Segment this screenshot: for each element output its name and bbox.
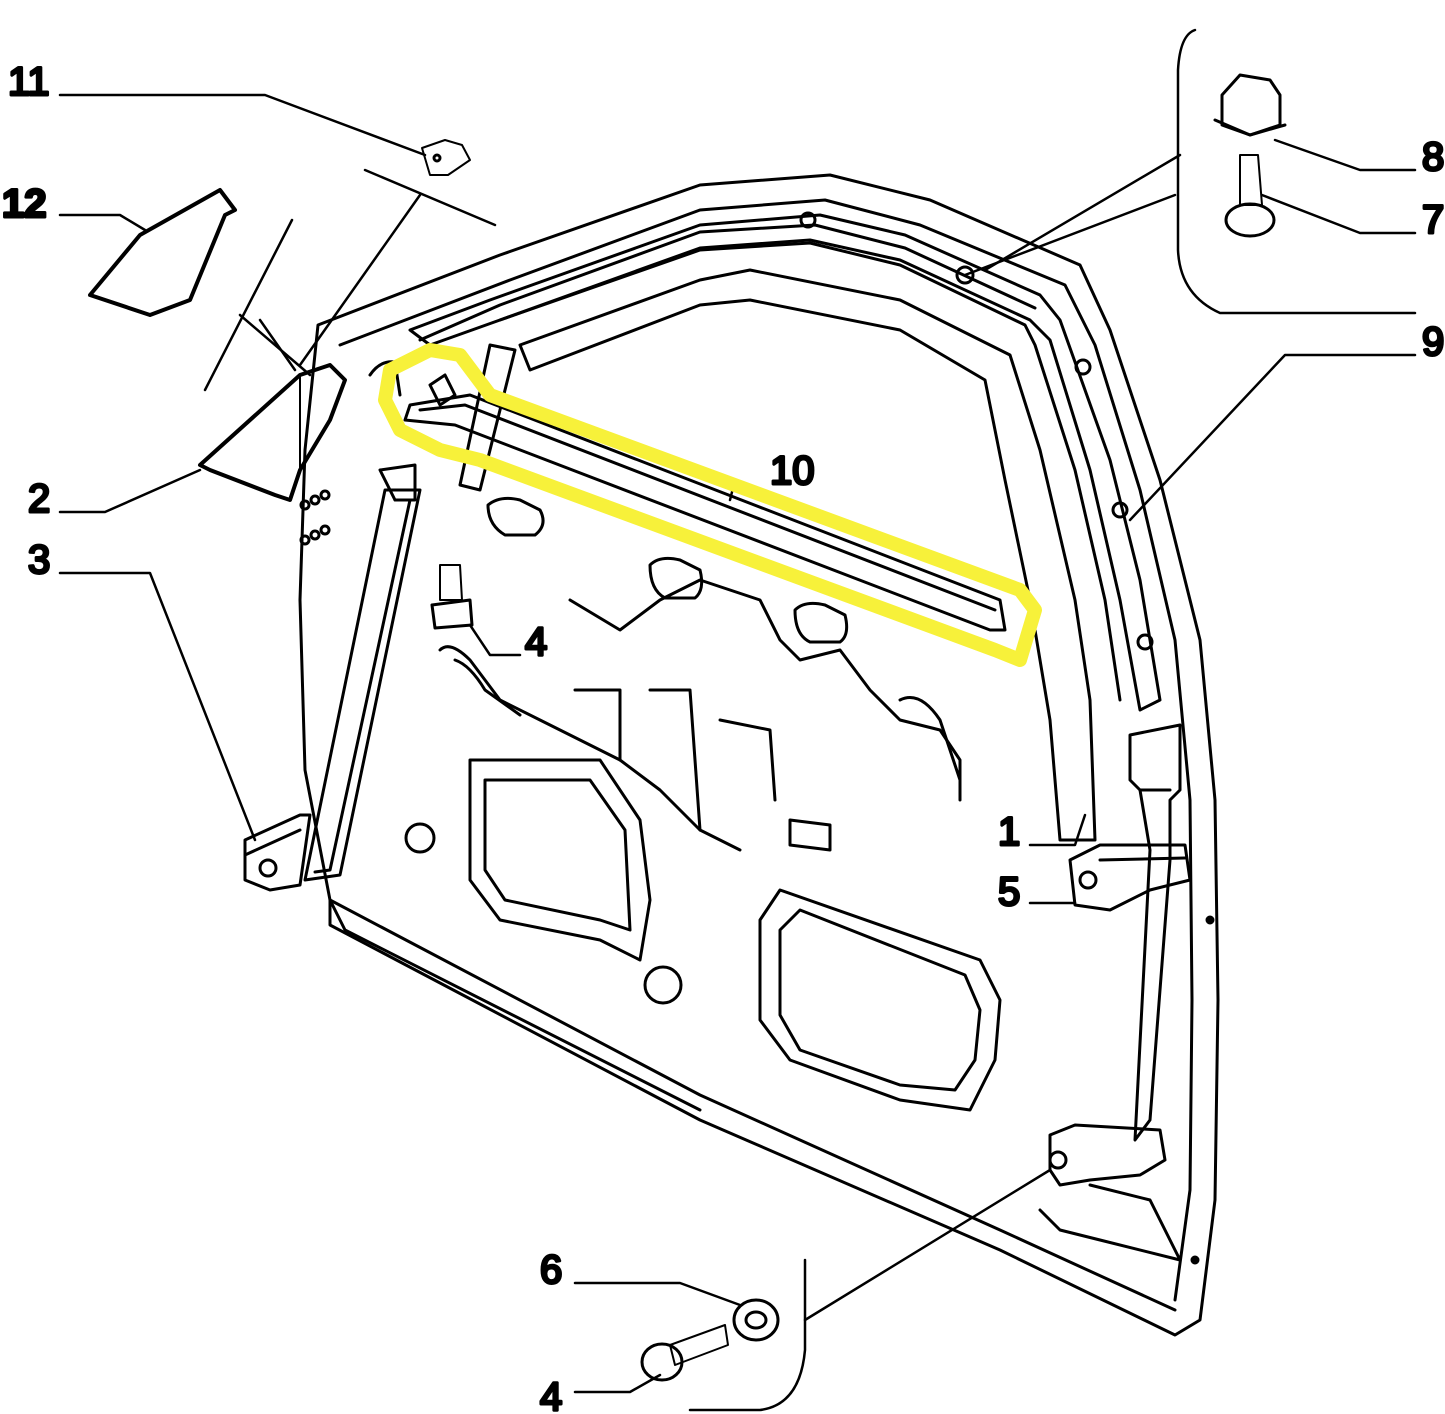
part-4-bolt-lower: [669, 1324, 729, 1366]
part-8-clip: [1220, 73, 1282, 137]
part-6-washer: [732, 1298, 780, 1342]
leader-lines: [58, 28, 1417, 1412]
callout-11: 11: [8, 60, 50, 104]
part-7-screw: [1239, 154, 1263, 206]
callout-7: 7: [1422, 198, 1444, 242]
part-2-corner-trim: [198, 363, 347, 502]
door-panel: [243, 173, 1220, 1337]
part-4-bolt-upper: [439, 564, 463, 601]
callout-4-lower: 4: [540, 1375, 562, 1414]
part-12-trim: [88, 188, 237, 317]
callout-9: 9: [1422, 320, 1444, 364]
part-11-clip: [421, 139, 471, 176]
callout-3: 3: [28, 538, 50, 582]
callout-8: 8: [1422, 135, 1444, 179]
callout-2: 2: [28, 477, 50, 521]
callout-4-upper: 4: [525, 620, 547, 664]
callout-6: 6: [540, 1248, 562, 1292]
callout-10: 10: [770, 449, 815, 493]
callout-12: 12: [2, 182, 47, 226]
callout-5: 5: [998, 870, 1020, 914]
callout-1: 1: [998, 810, 1020, 854]
highlight-part-10: [378, 343, 1042, 667]
